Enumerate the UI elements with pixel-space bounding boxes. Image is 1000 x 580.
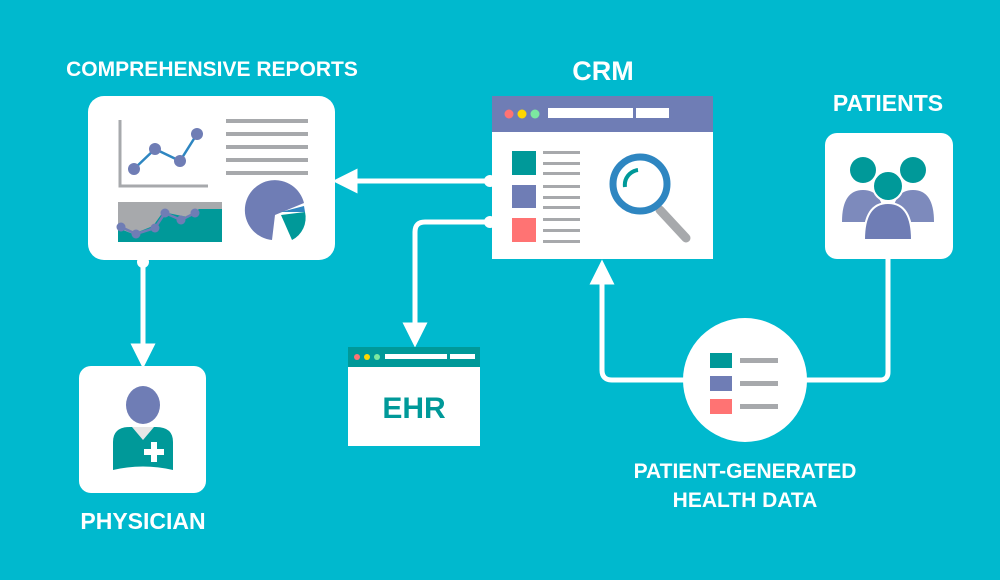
physician-label: PHYSICIAN [80, 508, 205, 534]
magnifier-icon [609, 153, 691, 243]
line-chart-icon [118, 120, 208, 188]
medical-cross-icon [144, 442, 164, 462]
window-dot-green-icon [374, 354, 380, 360]
arrow-crm-to-ehr [402, 219, 490, 348]
reports-label: COMPREHENSIVE REPORTS [66, 58, 358, 81]
list-lines [740, 358, 778, 409]
window-dot-red-icon [354, 354, 360, 360]
area-chart-icon [116, 202, 222, 242]
list-swatch-purple [512, 185, 536, 208]
physician-icon [113, 386, 173, 470]
window-dot-green-icon [530, 109, 540, 119]
pghd-label-line1: PATIENT-GENERATED [634, 460, 857, 483]
ehr-window: EHR [348, 347, 480, 446]
list-swatch-purple [710, 376, 732, 391]
patients-card [825, 133, 953, 259]
connectors [130, 168, 891, 383]
list-swatch-teal [512, 151, 536, 175]
reports-card [88, 96, 335, 260]
text-lines-icon [226, 119, 308, 175]
list-swatch-red [710, 399, 732, 414]
window-dot-yellow-icon [364, 354, 370, 360]
list-swatch-red [512, 218, 536, 242]
arrow-pghd-to-crm [589, 259, 690, 383]
line-patients-to-pghd [800, 259, 891, 383]
list-lines [543, 151, 580, 243]
pghd-label-line2: HEALTH DATA [673, 489, 818, 512]
patients-label: PATIENTS [833, 90, 943, 116]
window-dot-yellow-icon [517, 109, 527, 119]
pghd-circle [683, 318, 807, 442]
physician-card [79, 366, 206, 493]
list-swatch-teal [710, 353, 732, 368]
patients-group-icon [842, 157, 934, 241]
ehr-label: EHR [382, 392, 446, 425]
crm-label: CRM [572, 56, 634, 86]
window-dot-red-icon [504, 109, 514, 119]
pie-chart-icon [244, 180, 306, 240]
crm-window [492, 96, 713, 259]
